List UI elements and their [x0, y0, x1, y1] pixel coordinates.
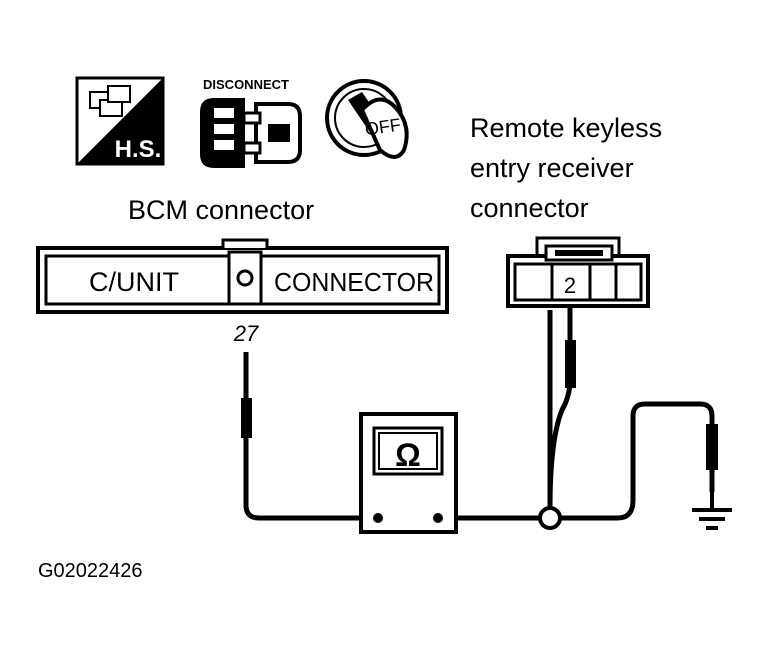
receiver-connector-title-line2: entry receiver — [470, 153, 634, 183]
ignition-key-label: OFF — [364, 115, 402, 140]
test-leads — [243, 306, 715, 521]
harness-icon: H.S. — [75, 76, 165, 166]
ohmmeter: Ω — [359, 412, 458, 534]
bcm-terminal-label: 27 — [233, 321, 259, 346]
meter-terminal-right — [433, 513, 443, 523]
bcm-connector-left-label: C/UNIT — [89, 267, 179, 297]
bcm-connector: C/UNIT CONNECTOR — [36, 238, 449, 314]
ignition-key-icon: OFF — [325, 79, 409, 159]
ohmmeter-icon: Ω — [395, 437, 421, 473]
receiver-connector: 2 — [506, 236, 650, 308]
ground-icon — [692, 492, 732, 530]
bcm-probe — [241, 398, 252, 438]
receiver-connector-title-line1: Remote keyless — [470, 113, 662, 143]
wire-junction — [538, 506, 562, 530]
bcm-connector-title: BCM connector — [128, 195, 314, 225]
ground-probe — [706, 424, 718, 470]
harness-icon-label: H.S. — [115, 136, 162, 163]
meter-terminal-left — [373, 513, 383, 523]
figure-id: G02022426 — [38, 560, 143, 582]
disconnect-icon: DISCONNECT — [200, 77, 302, 168]
receiver-terminal-label: 2 — [564, 273, 576, 298]
disconnect-label: DISCONNECT — [203, 77, 289, 92]
receiver-connector-title-line3: connector — [470, 193, 589, 223]
bcm-connector-right-label: CONNECTOR — [274, 267, 434, 297]
receiver-probe — [565, 340, 576, 388]
